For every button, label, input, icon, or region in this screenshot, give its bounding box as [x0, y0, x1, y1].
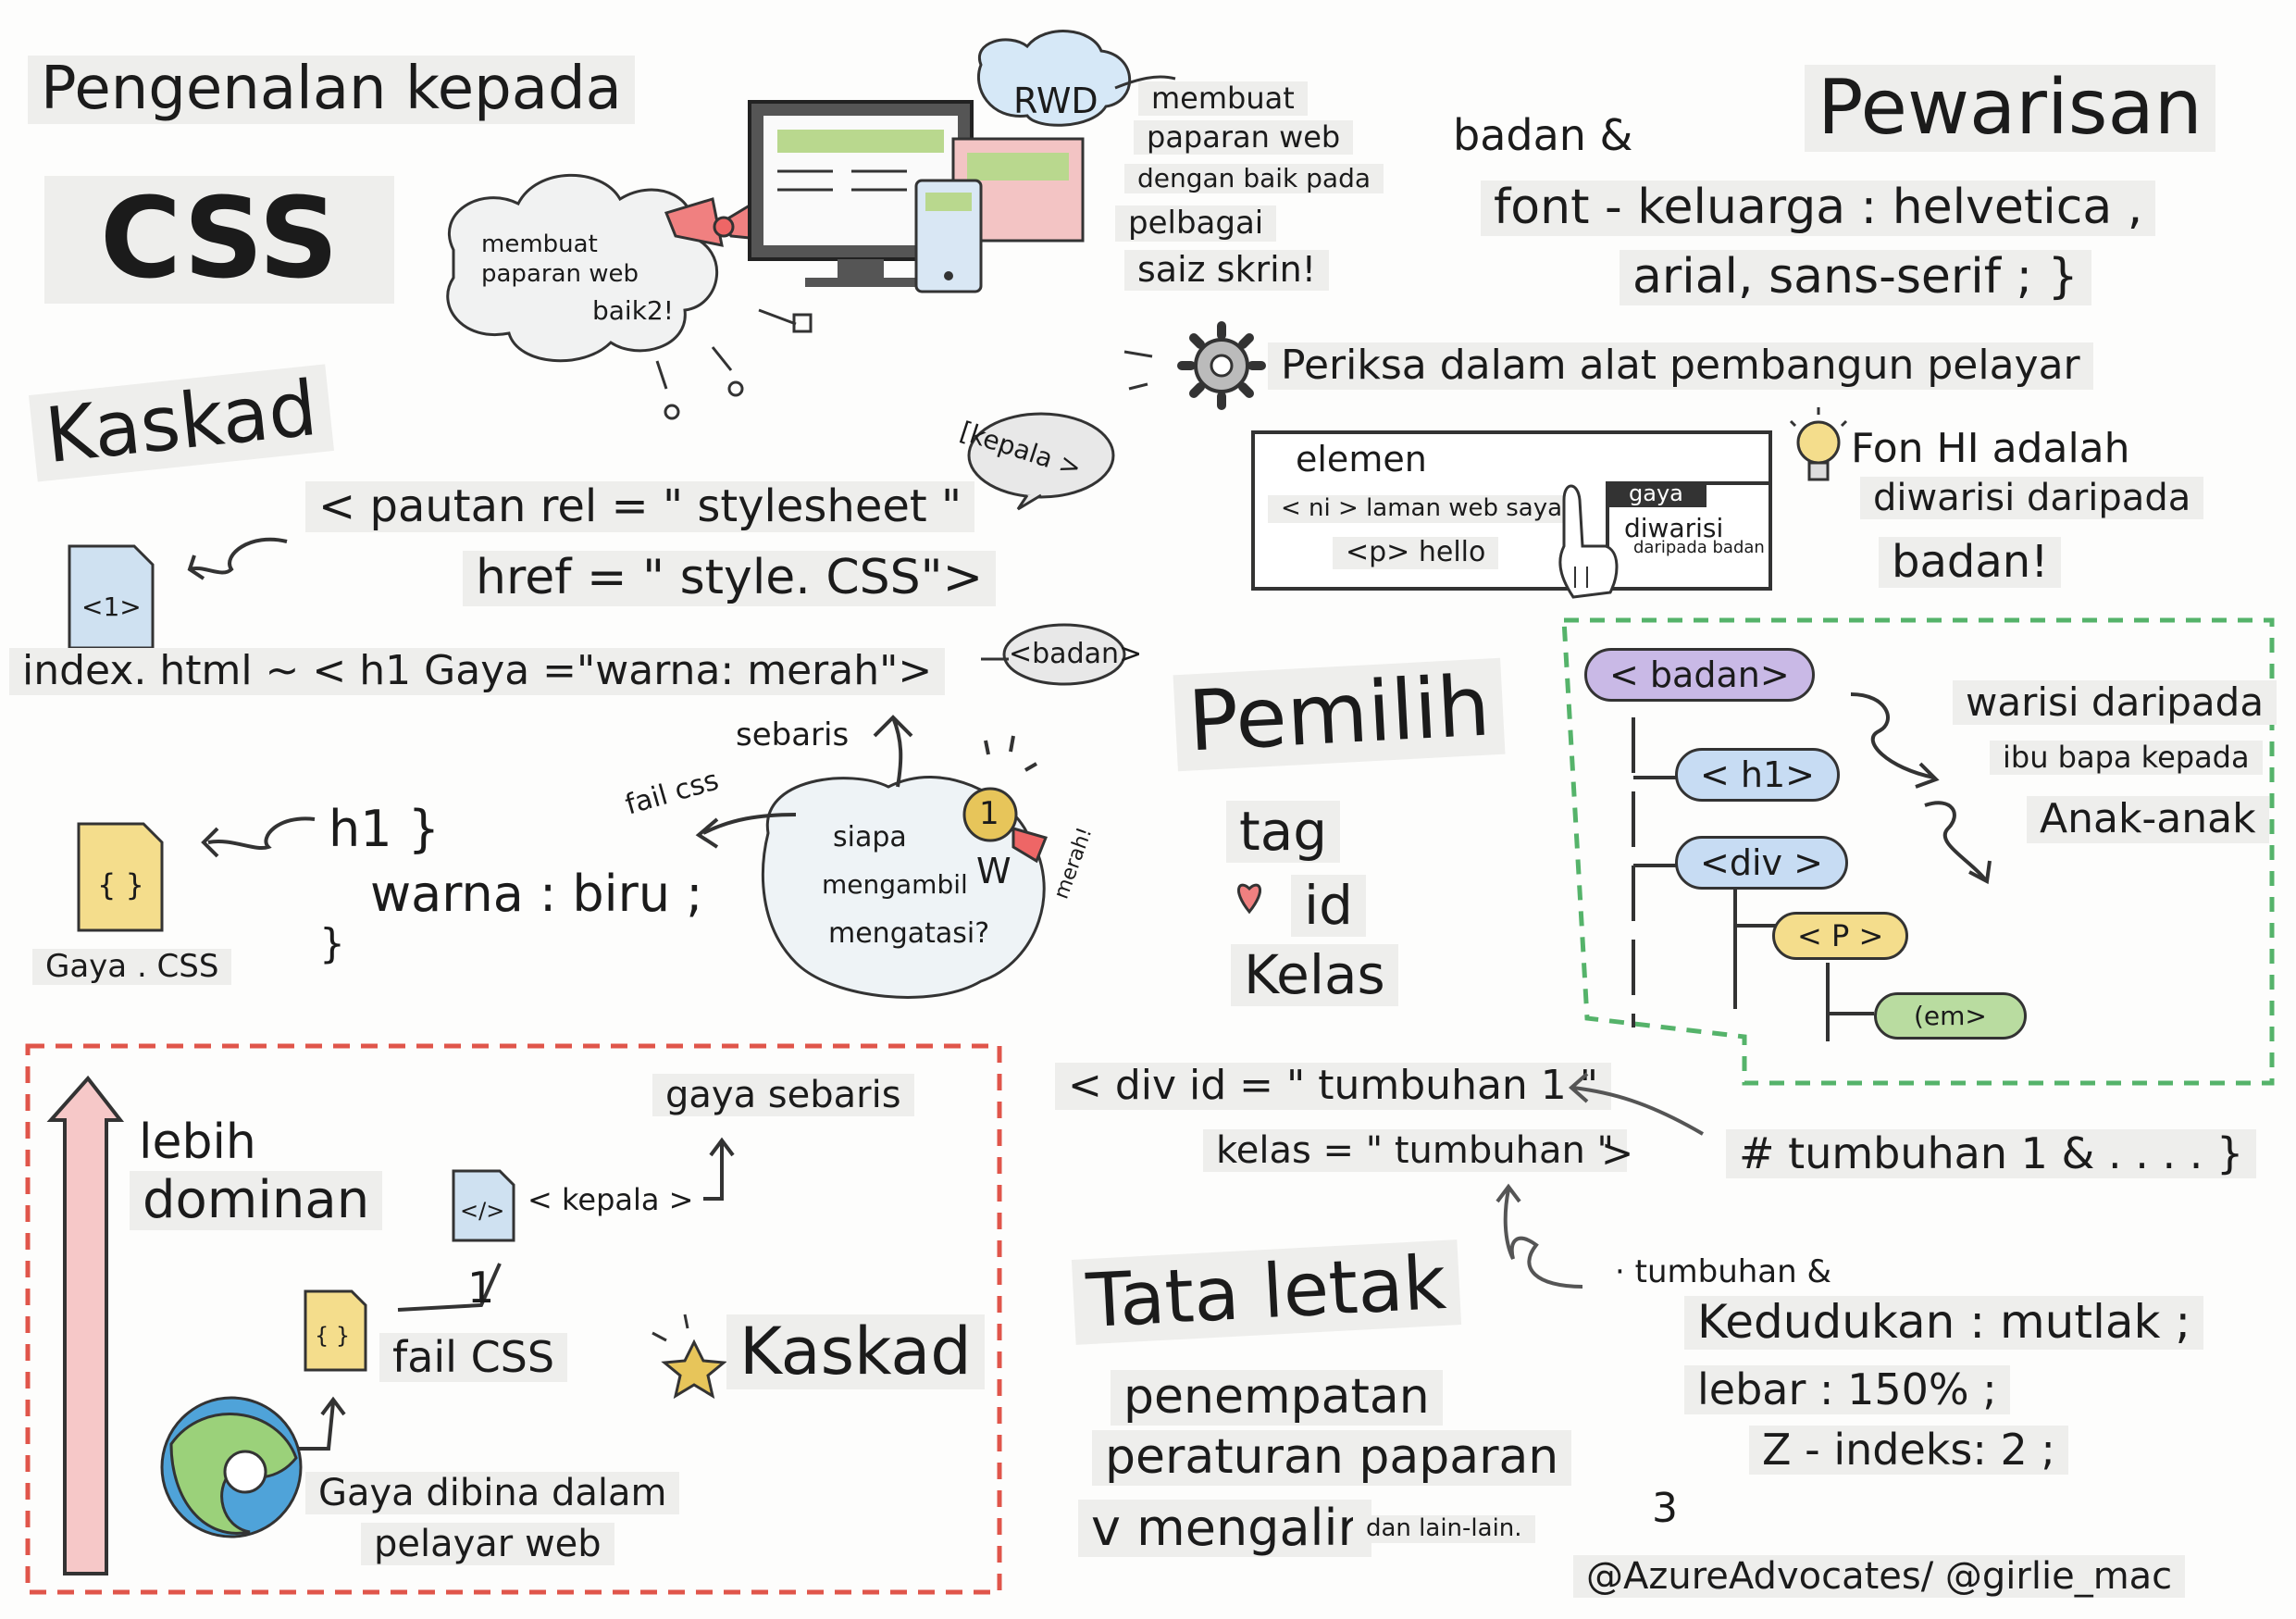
devtools-line2: <p> hello: [1333, 536, 1499, 569]
inline-label: sebaris: [736, 716, 850, 753]
more-dominant-2: dominan: [130, 1170, 383, 1231]
tree-note-1: warisi daripada: [1953, 679, 2277, 726]
rwd-bubble-line3: baik2!: [592, 295, 674, 326]
rwd-bubble-line2: paparan web: [481, 260, 639, 288]
credit: @AzureAdvocates/ @girlie_mac: [1573, 1555, 2186, 1598]
file1-icon-label: <1>: [81, 592, 142, 622]
rwd-desc-3: dengan baik pada: [1124, 163, 1384, 194]
layout-three: 3: [1652, 1485, 1678, 1532]
tree-node-p: < P >: [1772, 912, 1909, 960]
selector-tag: tag: [1226, 801, 1341, 863]
cascade-label-priority: Kaskad: [726, 1314, 985, 1389]
title-line1: Pengenalan kepada: [28, 55, 635, 124]
inheritance-code-2: font - keluarga : helvetica ,: [1481, 180, 2156, 236]
selector-class: Kelas: [1231, 944, 1398, 1006]
inline-style-label: gaya sebaris: [652, 1074, 914, 1116]
tip-line1: Fon HI adalah: [1851, 425, 2130, 472]
cascade-link-line2: href = " style. CSS">: [463, 550, 997, 606]
title-css: CSS: [44, 176, 394, 304]
tree-note-3: Anak-anak: [2027, 795, 2269, 843]
devtools-inherited-from: daripada badan: [1633, 538, 1765, 557]
priority-one: 1: [467, 1263, 495, 1313]
tip-line2: diwarisi daripada: [1860, 477, 2204, 519]
css-file-label-priority: fail CSS: [379, 1333, 568, 1382]
browser-line1: Gaya dibina dalam: [305, 1472, 680, 1514]
devtools-inherited: diwarisi: [1624, 513, 1724, 543]
tree-note-2: ibu bapa kepada: [1990, 741, 2263, 775]
head-tag-label: < kepala >: [527, 1182, 694, 1217]
devtools-tab-elements: elemen: [1296, 439, 1427, 479]
body-bubble: <badan>: [1009, 638, 1143, 670]
layout-code-3: Z - indeks: 2 ;: [1749, 1426, 2068, 1475]
devtools-caption: Periksa dalam alat pembangun pelayar: [1268, 342, 2093, 390]
div-close: >: [1601, 1130, 1634, 1176]
more-dominant-1: lebih: [139, 1115, 256, 1170]
inheritance-heading: Pewarisan: [1805, 64, 2215, 153]
tip-line3: badan!: [1879, 536, 2062, 589]
tree-node-div: <div >: [1675, 836, 1848, 890]
rwd-desc-2: paparan web: [1134, 120, 1354, 155]
css-rule-2: warna : biru ;: [370, 865, 703, 923]
css-file-icon-small: { }: [315, 1323, 351, 1349]
rwd-desc-1: membuat: [1138, 81, 1308, 116]
tree-node-h1: < h1>: [1675, 748, 1841, 802]
tree-node-body: < badan>: [1584, 648, 1815, 702]
layout-code-1: Kedudukan : mutlak ;: [1684, 1295, 2204, 1350]
cascade-link-line1: < pautan rel = " stylesheet ": [305, 480, 975, 533]
who-wins-1: siapa: [833, 821, 907, 853]
div-line2: kelas = " tumbuhan ": [1203, 1129, 1627, 1172]
inheritance-code-3: arial, sans-serif ; }: [1620, 249, 2091, 305]
css-file-name: Gaya . CSS: [32, 948, 232, 986]
inline-style-line: index. html ~ < h1 Gaya ="warna: merah">: [9, 647, 946, 695]
tree-node-em: (em>: [1874, 992, 2027, 1040]
css-rule-3: }: [319, 920, 345, 967]
devtools-panel-label: gaya: [1606, 480, 1706, 507]
devtools-line1: < ni > laman web saya: [1268, 494, 1576, 523]
rwd-badge: RWD: [1013, 81, 1098, 121]
who-wins-3: mengatasi?: [828, 917, 990, 950]
who-wins-2: mengambil: [822, 869, 968, 900]
layout-item-2: peraturan paparan: [1092, 1429, 1572, 1486]
id-rule: # tumbuhan 1 & . . . . }: [1726, 1129, 2257, 1178]
head-file-icon: </>: [460, 1198, 505, 1224]
css-icon-braces: { }: [97, 867, 144, 903]
layout-item-1: penempatan: [1111, 1369, 1443, 1426]
medal-number: 1: [979, 795, 999, 832]
selector-id: id: [1291, 875, 1366, 937]
layout-etc: dan lain-lain.: [1353, 1514, 1535, 1543]
div-line1: < div id = " tumbuhan 1 ": [1055, 1062, 1612, 1110]
layout-code-head: · tumbuhan &: [1615, 1253, 1831, 1290]
rwd-bubble-line1: membuat: [481, 230, 598, 258]
css-rule-1: h1 }: [329, 800, 441, 858]
winner-mark: W: [976, 851, 1011, 891]
browser-line2: pelayar web: [361, 1523, 614, 1565]
rwd-desc-5: saiz skrin!: [1124, 249, 1329, 291]
inheritance-code-1: badan &: [1453, 110, 1633, 160]
rwd-desc-4: pelbagai: [1115, 205, 1277, 243]
layout-code-2: lebar : 150% ;: [1684, 1365, 2010, 1414]
layout-item-3: v mengalir: [1078, 1499, 1371, 1558]
